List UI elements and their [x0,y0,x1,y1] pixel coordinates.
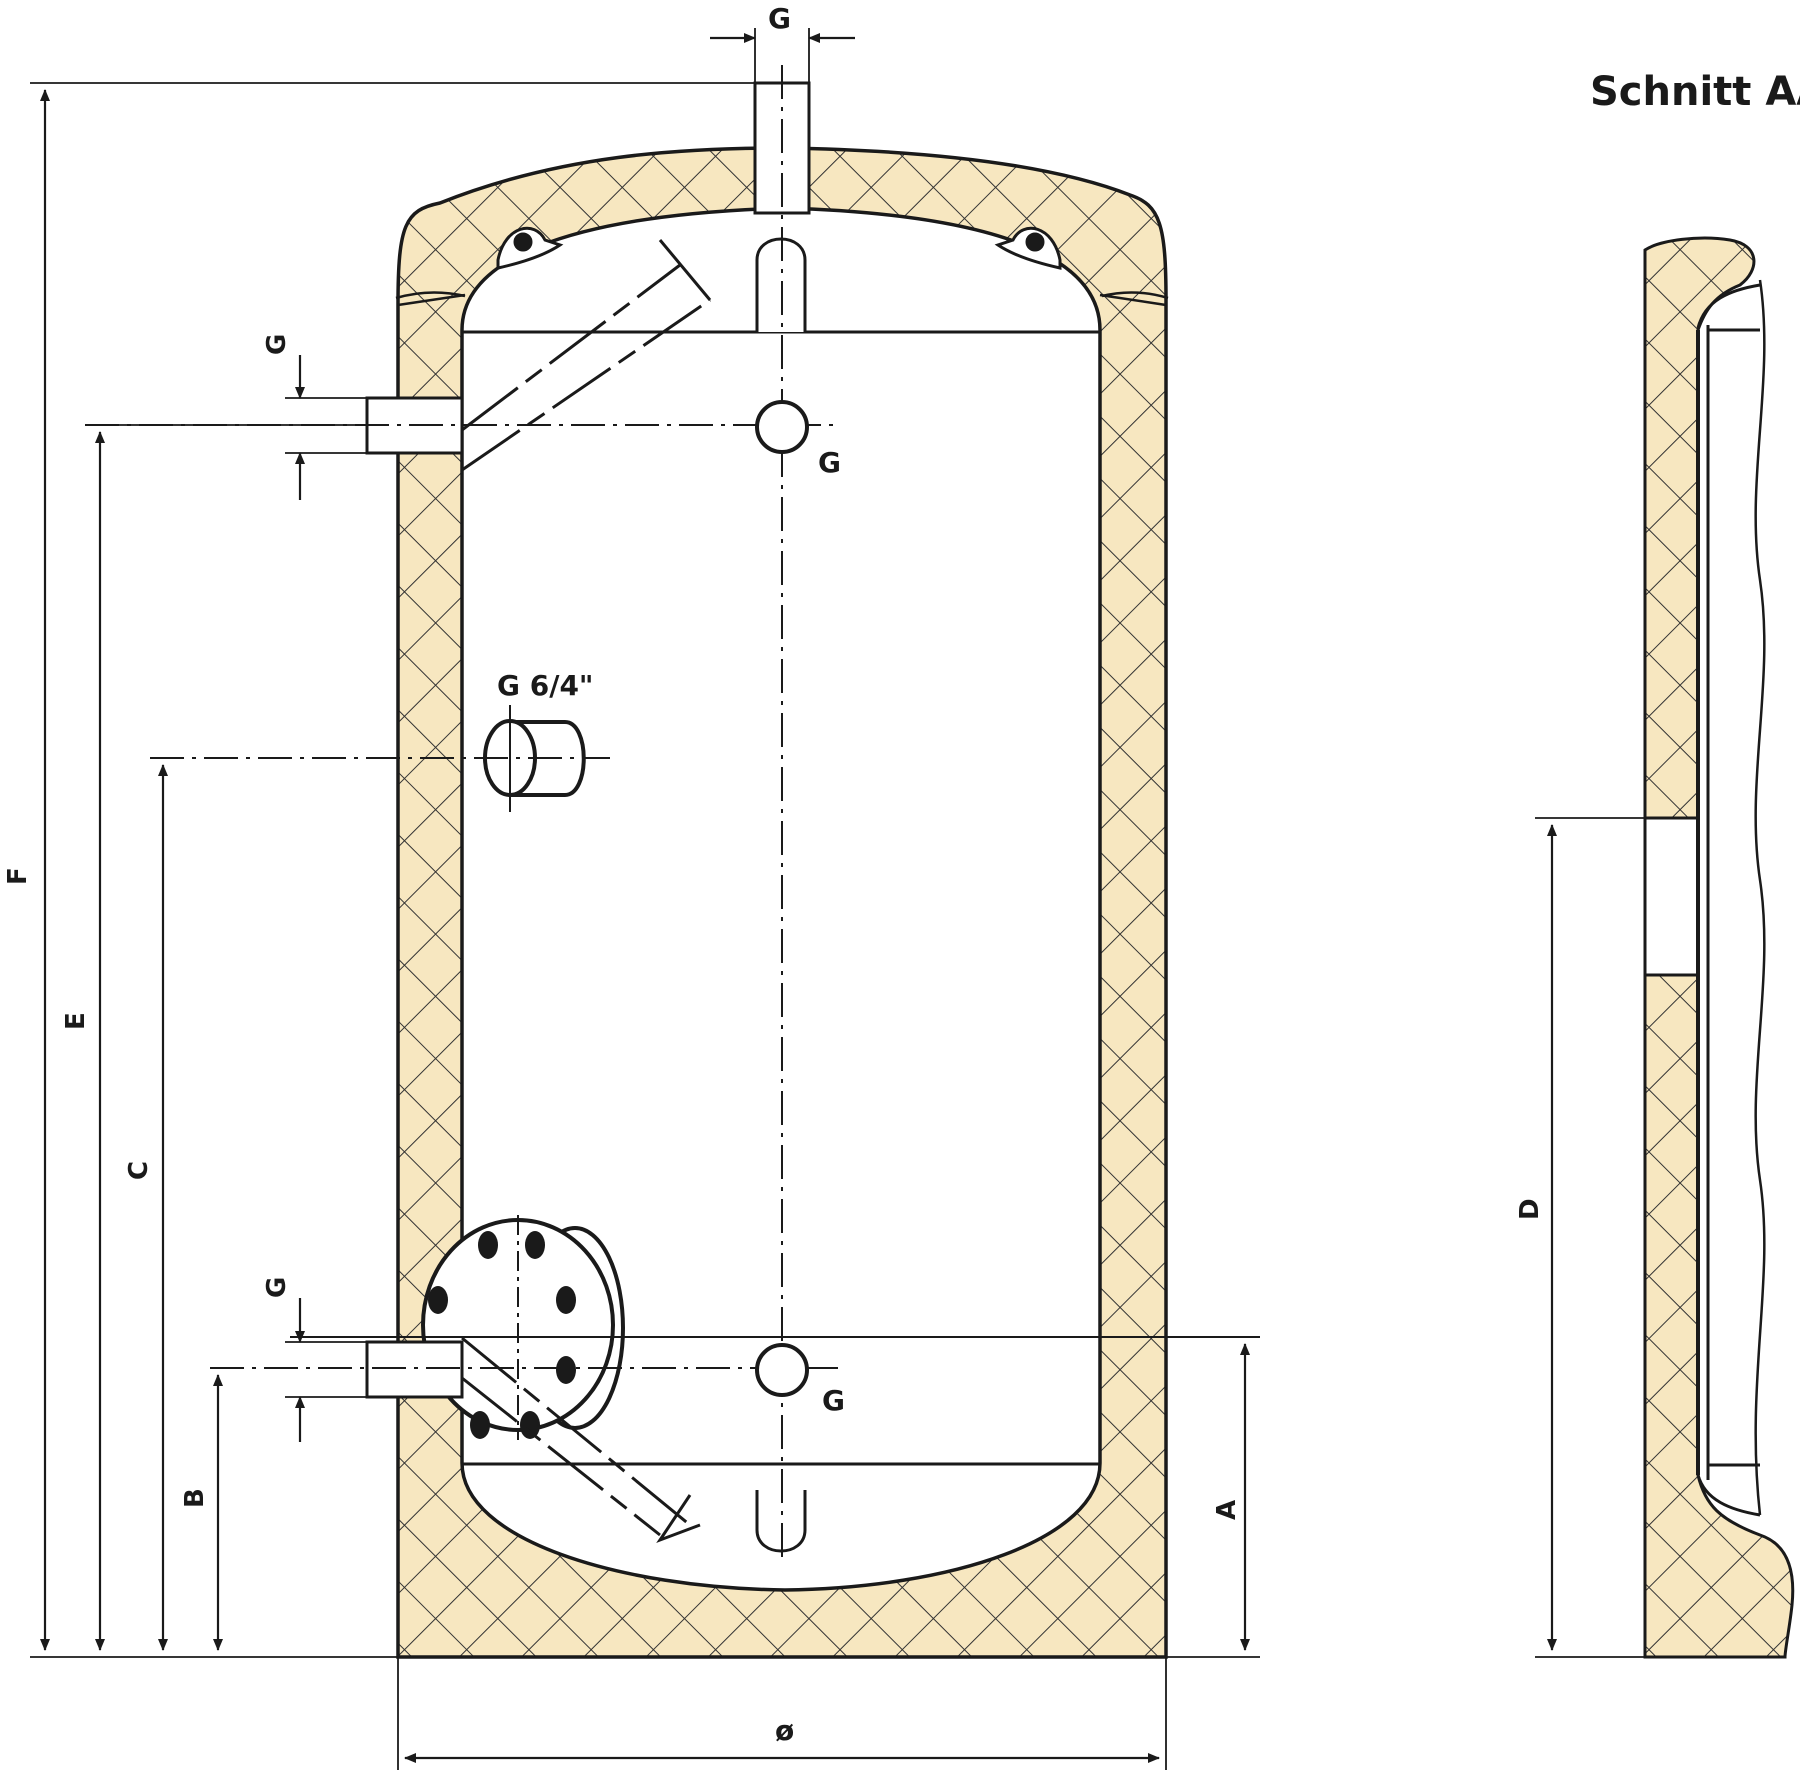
label-b: B [180,1488,210,1508]
lower-coil-pipe [461,1336,701,1544]
section-insulation-lower [1643,973,1795,1659]
section-break-line [1754,279,1766,1516]
lifting-lug-right [994,226,1062,270]
insulation-seam-bulge [395,291,1169,300]
label-e: E [61,1012,91,1030]
bottom-pipe-inner [755,1490,807,1553]
upper-coil-pipe [461,239,712,472]
label-sleeve: G 6/4" [497,669,594,702]
insulation-seam [397,293,1167,307]
label-f: F [3,867,33,885]
label-g-upper-inner: G [818,446,841,479]
section-aa [1535,236,1795,1659]
inspection-flange [421,1215,625,1440]
upper-inner-port [755,400,809,454]
label-g-lower-inner: G [822,1384,845,1417]
lower-inner-port [755,1343,809,1397]
section-opening [1643,816,1700,977]
label-a: A [1212,1500,1242,1520]
label-g-lower-left: G [262,1277,292,1298]
label-g-top: G [768,2,791,35]
dimension-lines [30,28,1260,1770]
tank-body [85,65,1260,1659]
label-g-upper-left: G [262,334,292,355]
section-top-flange [1696,283,1761,332]
label-d: D [1515,1198,1545,1220]
section-bottom-flange [1696,1463,1761,1517]
lifting-lug-left [496,226,564,270]
lower-left-nozzle [365,1340,464,1399]
label-c: C [124,1161,154,1180]
label-diameter: ø [775,1714,794,1747]
section-title: Schnitt AA [1590,69,1800,115]
